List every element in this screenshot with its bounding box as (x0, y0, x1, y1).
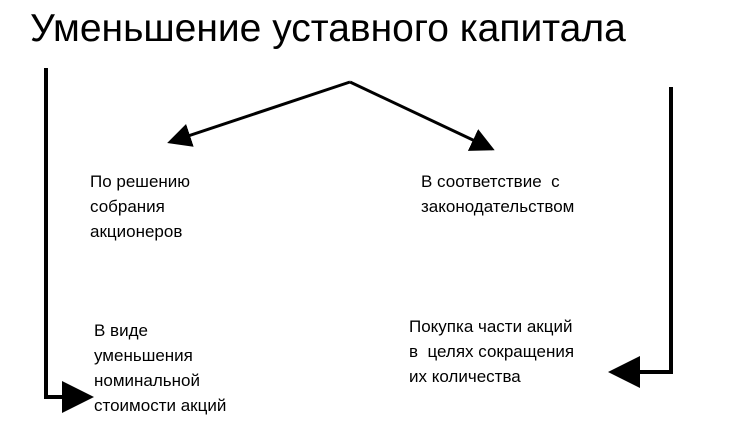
node-text-line: В соответствие с (421, 172, 560, 191)
node-text-line: акционеров (90, 222, 183, 241)
by-law-node: В соответствие с законодательством (421, 169, 574, 219)
share-buyback-node: Покупка части акций в целях сокращения и… (409, 314, 574, 389)
arrow-to-share-buyback (608, 87, 673, 388)
shareholders-decision-node: По решению собрания акционеров (90, 169, 190, 244)
diagram-title: Уменьшение уставного капитала (30, 7, 626, 50)
arrow-to-by-law (349, 80, 495, 151)
node-text-line: В виде (94, 321, 148, 340)
node-text-line: Покупка части акций (409, 317, 573, 336)
node-text-line: собрания (90, 197, 165, 216)
node-text-line: законодательством (421, 197, 575, 216)
node-text-line: По решению (90, 172, 191, 191)
node-text-line: стоимости акций (94, 396, 227, 415)
node-text-line: уменьшения (94, 346, 193, 365)
node-text-line: номинальной (94, 371, 200, 390)
arrow-to-nominal-reduction (44, 68, 94, 413)
node-text-line: в целях сокращения (409, 342, 575, 361)
arrow-to-shareholders-decision (167, 80, 351, 147)
nominal-reduction-node: В виде уменьшения номинальной стоимости … (94, 318, 226, 418)
node-text-line: их количества (409, 367, 521, 386)
